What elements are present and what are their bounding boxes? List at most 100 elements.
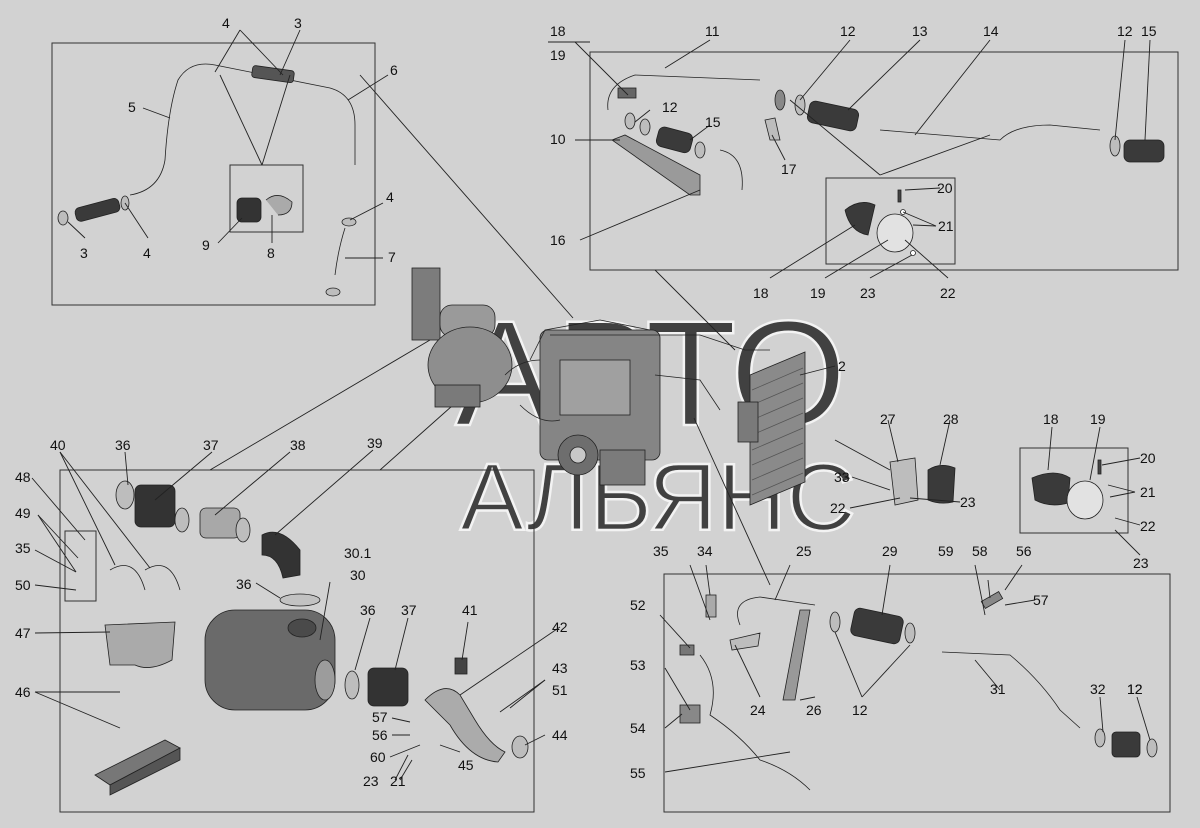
callout-19b: 19 (810, 285, 826, 301)
connector-lines (209, 74, 771, 586)
callout-19c: 19 (1090, 411, 1106, 427)
callout-44: 44 (552, 727, 568, 743)
leader-lines (31, 29, 1151, 781)
callout-22a: 22 (940, 285, 956, 301)
callout-18b: 18 (753, 285, 769, 301)
callout-27: 27 (880, 411, 896, 427)
callout-36a: 36 (115, 437, 131, 453)
callout-53: 53 (630, 657, 646, 673)
callout-26: 26 (806, 702, 822, 718)
callout-12b: 12 (662, 99, 678, 115)
callout-21b: 21 (1140, 484, 1156, 500)
callout-18a: 18 (550, 23, 566, 39)
callout-8: 8 (267, 245, 275, 261)
panel-bottom-left (59, 469, 535, 813)
callout-33: 33 (834, 469, 850, 485)
callout-42: 42 (552, 619, 568, 635)
callout-37b: 37 (401, 602, 417, 618)
callout-30-1: 30.1 (344, 545, 371, 561)
callout-36b: 36 (236, 576, 252, 592)
callout-22b: 22 (830, 500, 846, 516)
callout-39: 39 (367, 435, 383, 451)
callout-15b: 15 (1141, 23, 1157, 39)
callout-12a: 12 (840, 23, 856, 39)
callout-3b: 3 (80, 245, 88, 261)
panel-bottom-right (663, 573, 1171, 813)
callout-25: 25 (796, 543, 812, 559)
callout-11: 11 (705, 23, 720, 39)
callout-23b: 23 (960, 494, 976, 510)
panel-top-left (51, 42, 376, 306)
callout-35b: 35 (15, 540, 31, 556)
panel-inner-bracket (229, 164, 304, 233)
callout-20b: 20 (1140, 450, 1156, 466)
callout-3a: 3 (294, 15, 302, 31)
inset-panels (51, 42, 1179, 813)
callout-52: 52 (630, 597, 646, 613)
callout-35a: 35 (653, 543, 669, 559)
callout-12f: 12 (1127, 681, 1143, 697)
engine-assembly (411, 267, 806, 506)
callout-41: 41 (462, 602, 478, 618)
callout-32: 32 (1090, 681, 1106, 697)
callout-46: 46 (15, 684, 31, 700)
callout-12e: 12 (1127, 681, 1143, 697)
callout-24: 24 (750, 702, 766, 718)
callout-21a: 21 (938, 218, 954, 234)
callout-23a: 23 (860, 285, 876, 301)
callout-18c: 18 (1043, 411, 1059, 427)
callout-21c: 21 (390, 773, 406, 789)
callout-40: 40 (50, 437, 66, 453)
callout-59: 59 (938, 543, 954, 559)
callout-30: 30 (350, 567, 366, 583)
charge-pipes-bottom-right (679, 590, 1158, 791)
pipe-assembly-top-left (57, 63, 357, 297)
callout-38: 38 (290, 437, 306, 453)
callout-9: 9 (202, 237, 210, 253)
callout-34: 34 (697, 543, 713, 559)
panel-inner-bolts-left (64, 530, 97, 602)
callout-28: 28 (943, 411, 959, 427)
intercooler-pipes-top-right (607, 74, 1165, 256)
callout-17: 17 (781, 161, 797, 177)
callout-56a: 56 (1016, 543, 1032, 559)
callout-numbers: 2 3 3 4 4 4 5 6 7 8 9 10 11 12 12 12 13 … (15, 15, 1157, 789)
callout-37a: 37 (203, 437, 219, 453)
callout-57a: 57 (1033, 592, 1049, 608)
callout-10: 10 (550, 131, 566, 147)
callout-4c: 4 (386, 189, 394, 205)
callout-2: 2 (838, 358, 846, 374)
callout-12d: 12 (852, 702, 868, 718)
callout-48: 48 (15, 469, 31, 485)
callout-22c: 22 (1140, 518, 1156, 534)
callout-16: 16 (550, 232, 566, 248)
callout-36c: 36 (360, 602, 376, 618)
callout-43: 43 (552, 660, 568, 676)
callout-19a: 19 (550, 47, 566, 63)
callout-45: 45 (458, 757, 474, 773)
callout-50: 50 (15, 577, 31, 593)
callout-47: 47 (15, 625, 31, 641)
callout-15a: 15 (705, 114, 721, 130)
callout-6: 6 (390, 62, 398, 78)
callout-5: 5 (128, 99, 136, 115)
callout-14: 14 (983, 23, 999, 39)
callout-54: 54 (630, 720, 646, 736)
callout-56b: 56 (372, 727, 388, 743)
callout-55: 55 (630, 765, 646, 781)
panel-inner-clamps-top (825, 177, 956, 265)
callout-4b: 4 (143, 245, 151, 261)
callout-60: 60 (370, 749, 386, 765)
callout-49: 49 (15, 505, 31, 521)
air-filter-assembly-bottom-left (94, 480, 529, 796)
callout-31: 31 (990, 681, 1006, 697)
callout-58: 58 (972, 543, 988, 559)
callout-20a: 20 (937, 180, 953, 196)
callout-23c: 23 (1133, 555, 1149, 571)
callout-7: 7 (388, 249, 396, 265)
callout-23d: 23 (363, 773, 379, 789)
callout-57b: 57 (372, 709, 388, 725)
callout-13: 13 (912, 23, 928, 39)
callout-4a: 4 (222, 15, 230, 31)
